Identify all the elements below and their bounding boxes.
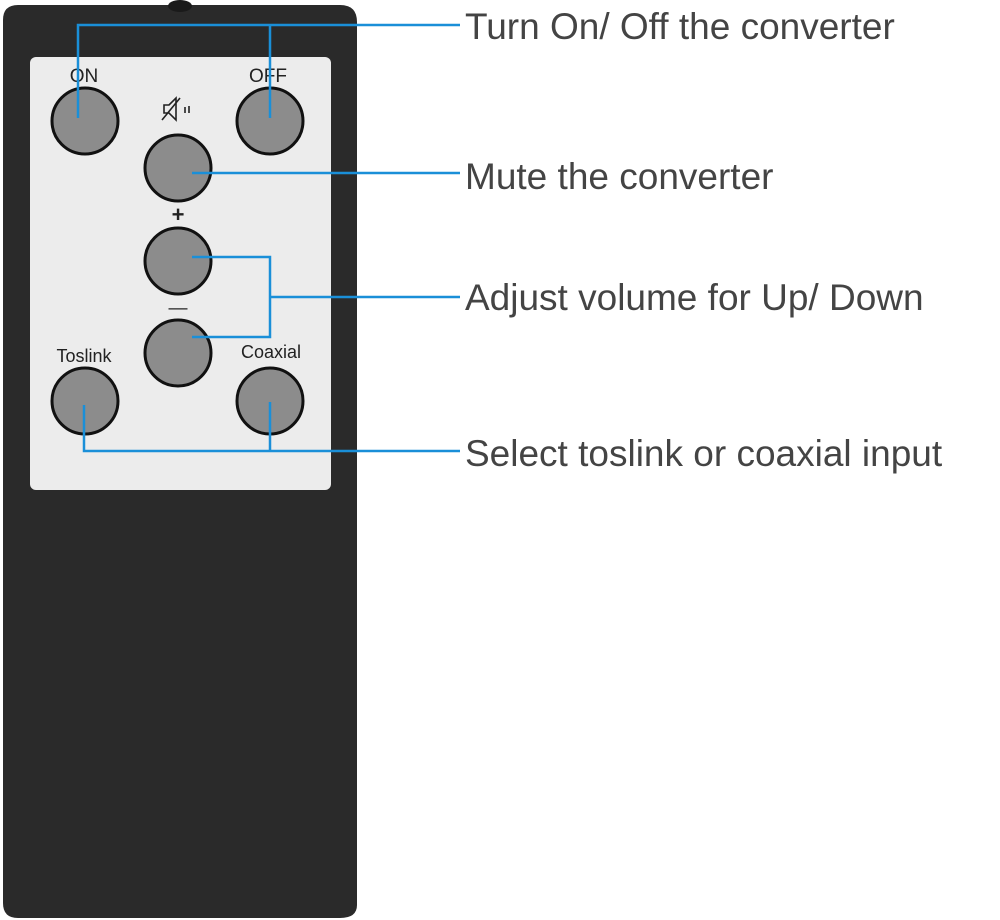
mute-button[interactable] [143,133,213,203]
volume-down-button[interactable] [143,318,213,388]
toslink-label: Toslink [56,346,112,366]
speaker-mute-icon [161,96,190,122]
callout-mute: Mute the converter [465,156,774,197]
input-leader-line [82,405,460,453]
volume-down-label: — [169,298,188,319]
volume-up-button[interactable] [143,226,213,296]
coaxial-label: Coaxial [241,342,301,362]
callout-input: Select toslink or coaxial input [465,433,943,474]
ir-window [168,0,192,12]
callout-volume: Adjust volume for Up/ Down [465,277,924,318]
off-label: OFF [249,66,287,87]
on-label: ON [70,66,99,87]
volume-up-label: + [172,202,185,227]
callout-power: Turn On/ Off the converter [465,6,895,47]
on-button[interactable] [50,86,120,156]
power-leader-line [76,23,460,118]
